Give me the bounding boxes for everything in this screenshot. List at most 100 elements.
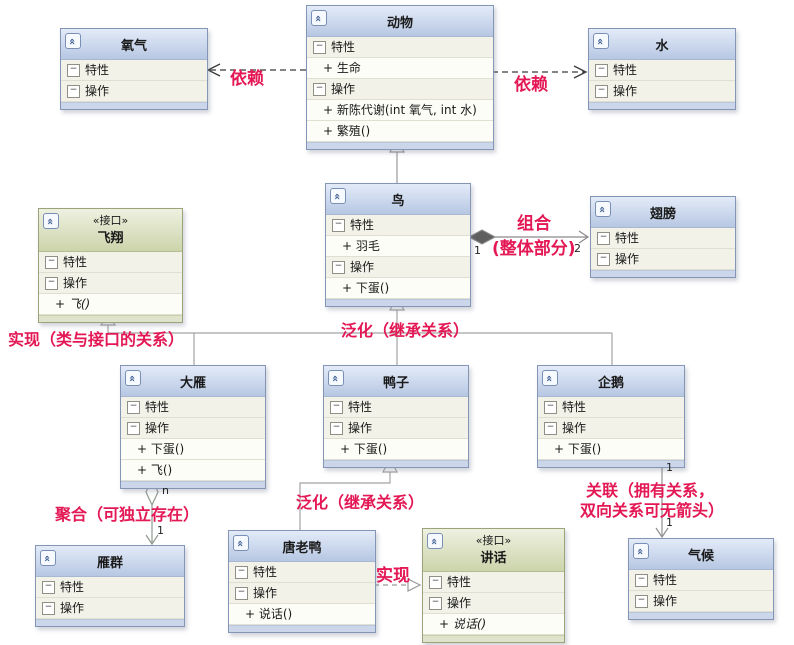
- collapse-minus-icon[interactable]: −: [429, 575, 442, 589]
- member-row[interactable]: + 下蛋(): [121, 439, 265, 460]
- collapse-minus-icon[interactable]: −: [45, 276, 58, 290]
- collapse-minus-icon[interactable]: −: [544, 421, 557, 435]
- collapse-chevron-icon[interactable]: «: [311, 10, 327, 26]
- collapse-chevron-icon[interactable]: «: [233, 535, 249, 551]
- collapse-minus-icon[interactable]: −: [332, 218, 345, 232]
- collapse-minus-icon[interactable]: −: [544, 400, 557, 414]
- member-row[interactable]: + 下蛋(): [326, 278, 470, 299]
- collapse-minus-icon[interactable]: −: [42, 601, 55, 615]
- member-row[interactable]: + 说话(): [423, 614, 564, 635]
- collapse-minus-icon[interactable]: −: [635, 594, 648, 608]
- collapse-minus-icon[interactable]: −: [313, 82, 326, 96]
- collapse-minus-icon[interactable]: −: [595, 84, 608, 98]
- section-label: 操作: [447, 596, 472, 610]
- member-row[interactable]: + 下蛋(): [538, 439, 684, 460]
- class-wings[interactable]: « 翅膀 − 特性 − 操作: [590, 196, 736, 278]
- class-penguin[interactable]: « 企鹅 − 特性 − 操作 + 下蛋(): [537, 365, 685, 468]
- interface-fly[interactable]: « «接口» 飞翔 − 特性 − 操作 + 飞(): [38, 208, 183, 323]
- collapse-minus-icon[interactable]: −: [42, 580, 55, 594]
- section-attributes[interactable]: − 特性: [36, 577, 184, 598]
- collapse-chevron-icon[interactable]: «: [595, 201, 611, 217]
- collapse-minus-icon[interactable]: −: [45, 255, 58, 269]
- collapse-minus-icon[interactable]: −: [597, 231, 610, 245]
- collapse-chevron-icon[interactable]: «: [593, 33, 609, 49]
- collapse-minus-icon[interactable]: −: [330, 421, 343, 435]
- member-row[interactable]: + 说话(): [229, 604, 375, 625]
- collapse-minus-icon[interactable]: −: [332, 260, 345, 274]
- section-label: 特性: [653, 573, 678, 587]
- multiplicity-aggregation-target: 1: [157, 524, 164, 537]
- class-duck[interactable]: « 鸭子 − 特性 − 操作 + 下蛋(): [323, 365, 469, 468]
- section-operations[interactable]: − 操作: [324, 418, 468, 439]
- dependency-animal-water: [492, 65, 588, 79]
- class-water[interactable]: « 水 − 特性 − 操作: [588, 28, 736, 110]
- section-operations[interactable]: − 操作: [589, 81, 735, 102]
- section-operations[interactable]: − 操作: [307, 79, 493, 100]
- member-row[interactable]: + 繁殖(): [307, 121, 493, 142]
- section-attributes[interactable]: − 特性: [423, 572, 564, 593]
- section-operations[interactable]: − 操作: [423, 593, 564, 614]
- class-donald[interactable]: « 唐老鸭 − 特性 − 操作 + 说话(): [228, 530, 376, 633]
- section-operations[interactable]: − 操作: [121, 418, 265, 439]
- section-attributes[interactable]: − 特性: [589, 60, 735, 81]
- section-attributes[interactable]: − 特性: [121, 397, 265, 418]
- section-operations[interactable]: − 操作: [629, 591, 773, 612]
- collapse-chevron-icon[interactable]: «: [427, 533, 443, 549]
- interface-speak[interactable]: « «接口» 讲话 − 特性 − 操作 + 说话(): [422, 528, 565, 643]
- collapse-chevron-icon[interactable]: «: [125, 370, 141, 386]
- section-attributes[interactable]: − 特性: [39, 252, 182, 273]
- collapse-minus-icon[interactable]: −: [67, 63, 80, 77]
- box-footer: [61, 102, 207, 109]
- collapse-minus-icon[interactable]: −: [67, 84, 80, 98]
- section-operations[interactable]: − 操作: [591, 249, 735, 270]
- class-oxygen[interactable]: « 氧气 − 特性 − 操作: [60, 28, 208, 110]
- class-animal[interactable]: « 动物 − 特性 + 生命 − 操作 + 新陈代谢(int 氧气, int 水…: [306, 5, 494, 150]
- collapse-chevron-icon[interactable]: «: [330, 188, 346, 204]
- section-operations[interactable]: − 操作: [39, 273, 182, 294]
- member-row[interactable]: + 新陈代谢(int 氧气, int 水): [307, 100, 493, 121]
- class-wildgoose[interactable]: « 大雁 − 特性 − 操作 + 下蛋() + 飞(): [120, 365, 266, 489]
- member-row[interactable]: + 下蛋(): [324, 439, 468, 460]
- member-row[interactable]: + 飞(): [121, 460, 265, 481]
- section-attributes[interactable]: − 特性: [326, 215, 470, 236]
- section-attributes[interactable]: − 特性: [538, 397, 684, 418]
- section-attributes[interactable]: − 特性: [591, 228, 735, 249]
- class-flock[interactable]: « 雁群 − 特性 − 操作: [35, 545, 185, 627]
- collapse-minus-icon[interactable]: −: [235, 565, 248, 579]
- collapse-minus-icon[interactable]: −: [595, 63, 608, 77]
- section-operations[interactable]: − 操作: [538, 418, 684, 439]
- section-attributes[interactable]: − 特性: [61, 60, 207, 81]
- collapse-chevron-icon[interactable]: «: [328, 370, 344, 386]
- collapse-chevron-icon[interactable]: «: [542, 370, 558, 386]
- collapse-chevron-icon[interactable]: «: [65, 33, 81, 49]
- multiplicity-aggregation-source: n: [162, 484, 169, 497]
- collapse-minus-icon[interactable]: −: [330, 400, 343, 414]
- collapse-chevron-icon[interactable]: «: [633, 543, 649, 559]
- class-header: « 翅膀: [591, 197, 735, 228]
- section-attributes[interactable]: − 特性: [229, 562, 375, 583]
- section-attributes[interactable]: − 特性: [307, 37, 493, 58]
- section-attributes[interactable]: − 特性: [324, 397, 468, 418]
- collapse-minus-icon[interactable]: −: [235, 586, 248, 600]
- section-operations[interactable]: − 操作: [326, 257, 470, 278]
- member-row[interactable]: + 飞(): [39, 294, 182, 315]
- section-attributes[interactable]: − 特性: [629, 570, 773, 591]
- class-climate[interactable]: « 气候 − 特性 − 操作: [628, 538, 774, 620]
- collapse-minus-icon[interactable]: −: [313, 40, 326, 54]
- member-row[interactable]: + 羽毛: [326, 236, 470, 257]
- class-header: « 鸟: [326, 184, 470, 215]
- collapse-chevron-icon[interactable]: «: [43, 213, 59, 229]
- collapse-chevron-icon[interactable]: «: [40, 550, 56, 566]
- collapse-minus-icon[interactable]: −: [429, 596, 442, 610]
- section-operations[interactable]: − 操作: [229, 583, 375, 604]
- collapse-minus-icon[interactable]: −: [127, 421, 140, 435]
- class-bird[interactable]: « 鸟 − 特性 + 羽毛 − 操作 + 下蛋(): [325, 183, 471, 307]
- box-footer: [629, 612, 773, 619]
- member-row[interactable]: + 生命: [307, 58, 493, 79]
- collapse-minus-icon[interactable]: −: [127, 400, 140, 414]
- section-operations[interactable]: − 操作: [61, 81, 207, 102]
- collapse-minus-icon[interactable]: −: [635, 573, 648, 587]
- section-operations[interactable]: − 操作: [36, 598, 184, 619]
- collapse-minus-icon[interactable]: −: [597, 252, 610, 266]
- class-header: « 动物: [307, 6, 493, 37]
